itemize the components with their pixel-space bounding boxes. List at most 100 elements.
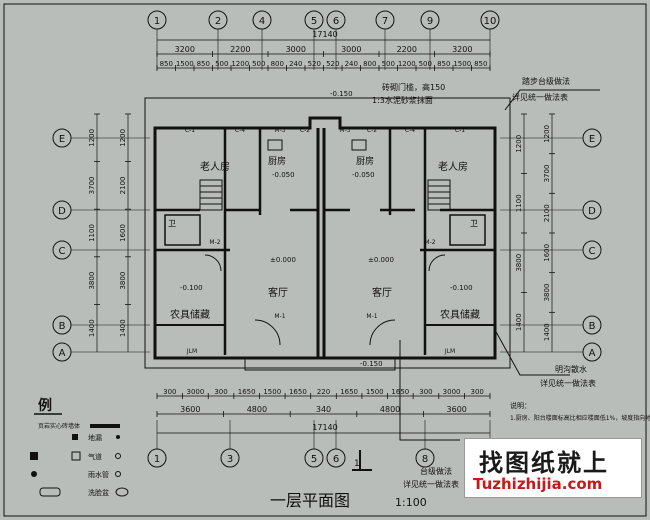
dim-bottom-row2: 220 bbox=[317, 388, 330, 396]
axis-label-top: 7 bbox=[382, 16, 388, 27]
dim-left-col2: 2100 bbox=[119, 176, 127, 194]
dim-top-row2: 1200 bbox=[231, 60, 249, 68]
axis-label-left: E bbox=[59, 134, 65, 145]
level-kitchen-right: -0.050 bbox=[352, 171, 375, 179]
level-storage-left: -0.100 bbox=[180, 284, 203, 292]
entry-steps bbox=[244, 357, 396, 371]
dim-top-row2: 240 bbox=[289, 60, 302, 68]
dim-top-row2: 520 bbox=[308, 60, 321, 68]
door-swing-m1-left bbox=[254, 319, 281, 346]
dim-left-col2: 3800 bbox=[119, 272, 127, 290]
note-step-method: 台级做法 bbox=[420, 466, 452, 476]
dim-top-row2: 500 bbox=[252, 60, 265, 68]
dim-left-col2: 1600 bbox=[119, 224, 127, 242]
watermark-badge: 找图纸就上 Tuzhizhijia.com bbox=[464, 438, 642, 498]
room-toilet-left: 卫 bbox=[168, 219, 176, 228]
partitions bbox=[223, 128, 427, 355]
dim-bottom-row2: 300 bbox=[163, 388, 176, 396]
sink-left-icon bbox=[267, 139, 283, 151]
apron-outline bbox=[144, 97, 511, 369]
dim-right-col2: 1200 bbox=[515, 135, 523, 153]
airway-box-icon bbox=[71, 451, 81, 461]
legend-title: 例 bbox=[38, 397, 52, 414]
legend-item-basin: 洗脸盆 bbox=[88, 488, 109, 497]
window-tag: C-1 bbox=[185, 127, 195, 134]
axis-label-bottom: 5 bbox=[311, 454, 317, 465]
floor-drain-icon bbox=[72, 434, 78, 440]
leader-drain bbox=[494, 329, 570, 376]
dim-top-row2: 520 bbox=[326, 60, 339, 68]
dim-right-col1: 3800 bbox=[543, 284, 551, 302]
room-kitchen-right: 厨房 bbox=[356, 155, 374, 167]
legend-item-rain: 雨水管 bbox=[88, 470, 109, 479]
dim-top-row2: 240 bbox=[345, 60, 358, 68]
window-tag: C-1 bbox=[455, 127, 465, 134]
section-mark-number: 1 bbox=[354, 459, 360, 469]
dim-top-row2: 850 bbox=[197, 60, 210, 68]
window-tag: M-2 bbox=[424, 239, 435, 246]
plan-title: 一层平面图 bbox=[270, 491, 350, 510]
dim-top-row2: 500 bbox=[382, 60, 395, 68]
dim-right-col1: 1200 bbox=[543, 125, 551, 143]
dim-left-col1: 3700 bbox=[88, 176, 96, 194]
window-tag: JLM bbox=[186, 348, 197, 355]
dim-left-col1: 1400 bbox=[88, 319, 96, 337]
dim-right-col2: 1400 bbox=[515, 313, 523, 331]
note-open-drain: 明沟散水 bbox=[555, 364, 587, 374]
dim-bottom-row1: 340 bbox=[316, 405, 331, 414]
dim-left-col1: 3800 bbox=[88, 272, 96, 290]
note-see-table-2: 详见统一做法表 bbox=[540, 378, 596, 388]
dim-bottom-row2: 3000 bbox=[187, 388, 205, 396]
legend-item-air: 气道 bbox=[88, 452, 102, 461]
window-tag: C-4 bbox=[235, 127, 245, 134]
dim-top-row2: 500 bbox=[215, 60, 228, 68]
axis-label-bottom: 6 bbox=[333, 454, 339, 465]
dim-top-row2: 850 bbox=[474, 60, 487, 68]
room-storage-left: 农具储藏 bbox=[170, 308, 210, 321]
dim-top-row2: 800 bbox=[363, 60, 376, 68]
dim-top-row2: 800 bbox=[271, 60, 284, 68]
note-stair-method: 踏步台级做法 bbox=[522, 76, 570, 86]
window-tag: JLM bbox=[444, 348, 455, 355]
dim-bottom-row2: 300 bbox=[471, 388, 484, 396]
drain-dot-icon bbox=[116, 435, 120, 439]
dim-left-col1: 1200 bbox=[88, 129, 96, 147]
room-living-left: 客厅 bbox=[268, 286, 288, 299]
door-swing-m1-right bbox=[369, 319, 396, 346]
dim-bottom-row2: 300 bbox=[214, 388, 227, 396]
room-old-left: 老人房 bbox=[200, 160, 230, 173]
axis-label-right: A bbox=[589, 348, 596, 359]
airway-icon bbox=[30, 452, 38, 460]
plan-scale: 1:100 bbox=[395, 496, 427, 509]
axis-grid: 1245679101356810EEDDCCBBAA bbox=[52, 10, 602, 468]
axis-label-top: 5 bbox=[311, 16, 317, 27]
sink-right-icon bbox=[351, 139, 367, 151]
axis-label-left: A bbox=[59, 348, 66, 359]
dim-bottom-row1: 4800 bbox=[247, 405, 267, 414]
axis-label-bottom: 1 bbox=[154, 454, 160, 465]
dim-bottom-row1: 3600 bbox=[447, 405, 467, 414]
axis-label-left: C bbox=[59, 246, 66, 257]
dim-right-col2: 1100 bbox=[515, 194, 523, 212]
dim-left-col2: 1400 bbox=[119, 319, 127, 337]
room-old-right: 老人房 bbox=[438, 160, 468, 173]
level-bottom: -0.150 bbox=[360, 360, 383, 368]
level-top: -0.150 bbox=[330, 90, 353, 98]
level-kitchen-left: -0.050 bbox=[272, 171, 295, 179]
wall-swatch-icon bbox=[90, 424, 120, 428]
window-tag: M-1 bbox=[366, 313, 377, 320]
room-toilet-right: 卫 bbox=[470, 219, 478, 228]
labels: 老人房 老人房 厨房 厨房 客厅 客厅 农具储藏 农具储藏 卫 卫 -0.150… bbox=[168, 76, 650, 510]
axis-label-top: 2 bbox=[215, 16, 221, 27]
building-walls bbox=[144, 89, 600, 471]
room-storage-right: 农具储藏 bbox=[440, 308, 480, 321]
axis-label-top: 9 bbox=[427, 16, 433, 27]
axis-label-right: C bbox=[589, 246, 596, 257]
dim-bottom-row2: 1650 bbox=[238, 388, 256, 396]
window-tag: M-1 bbox=[274, 313, 285, 320]
toilet-left bbox=[164, 214, 201, 246]
dim-right-col1: 3700 bbox=[543, 165, 551, 183]
